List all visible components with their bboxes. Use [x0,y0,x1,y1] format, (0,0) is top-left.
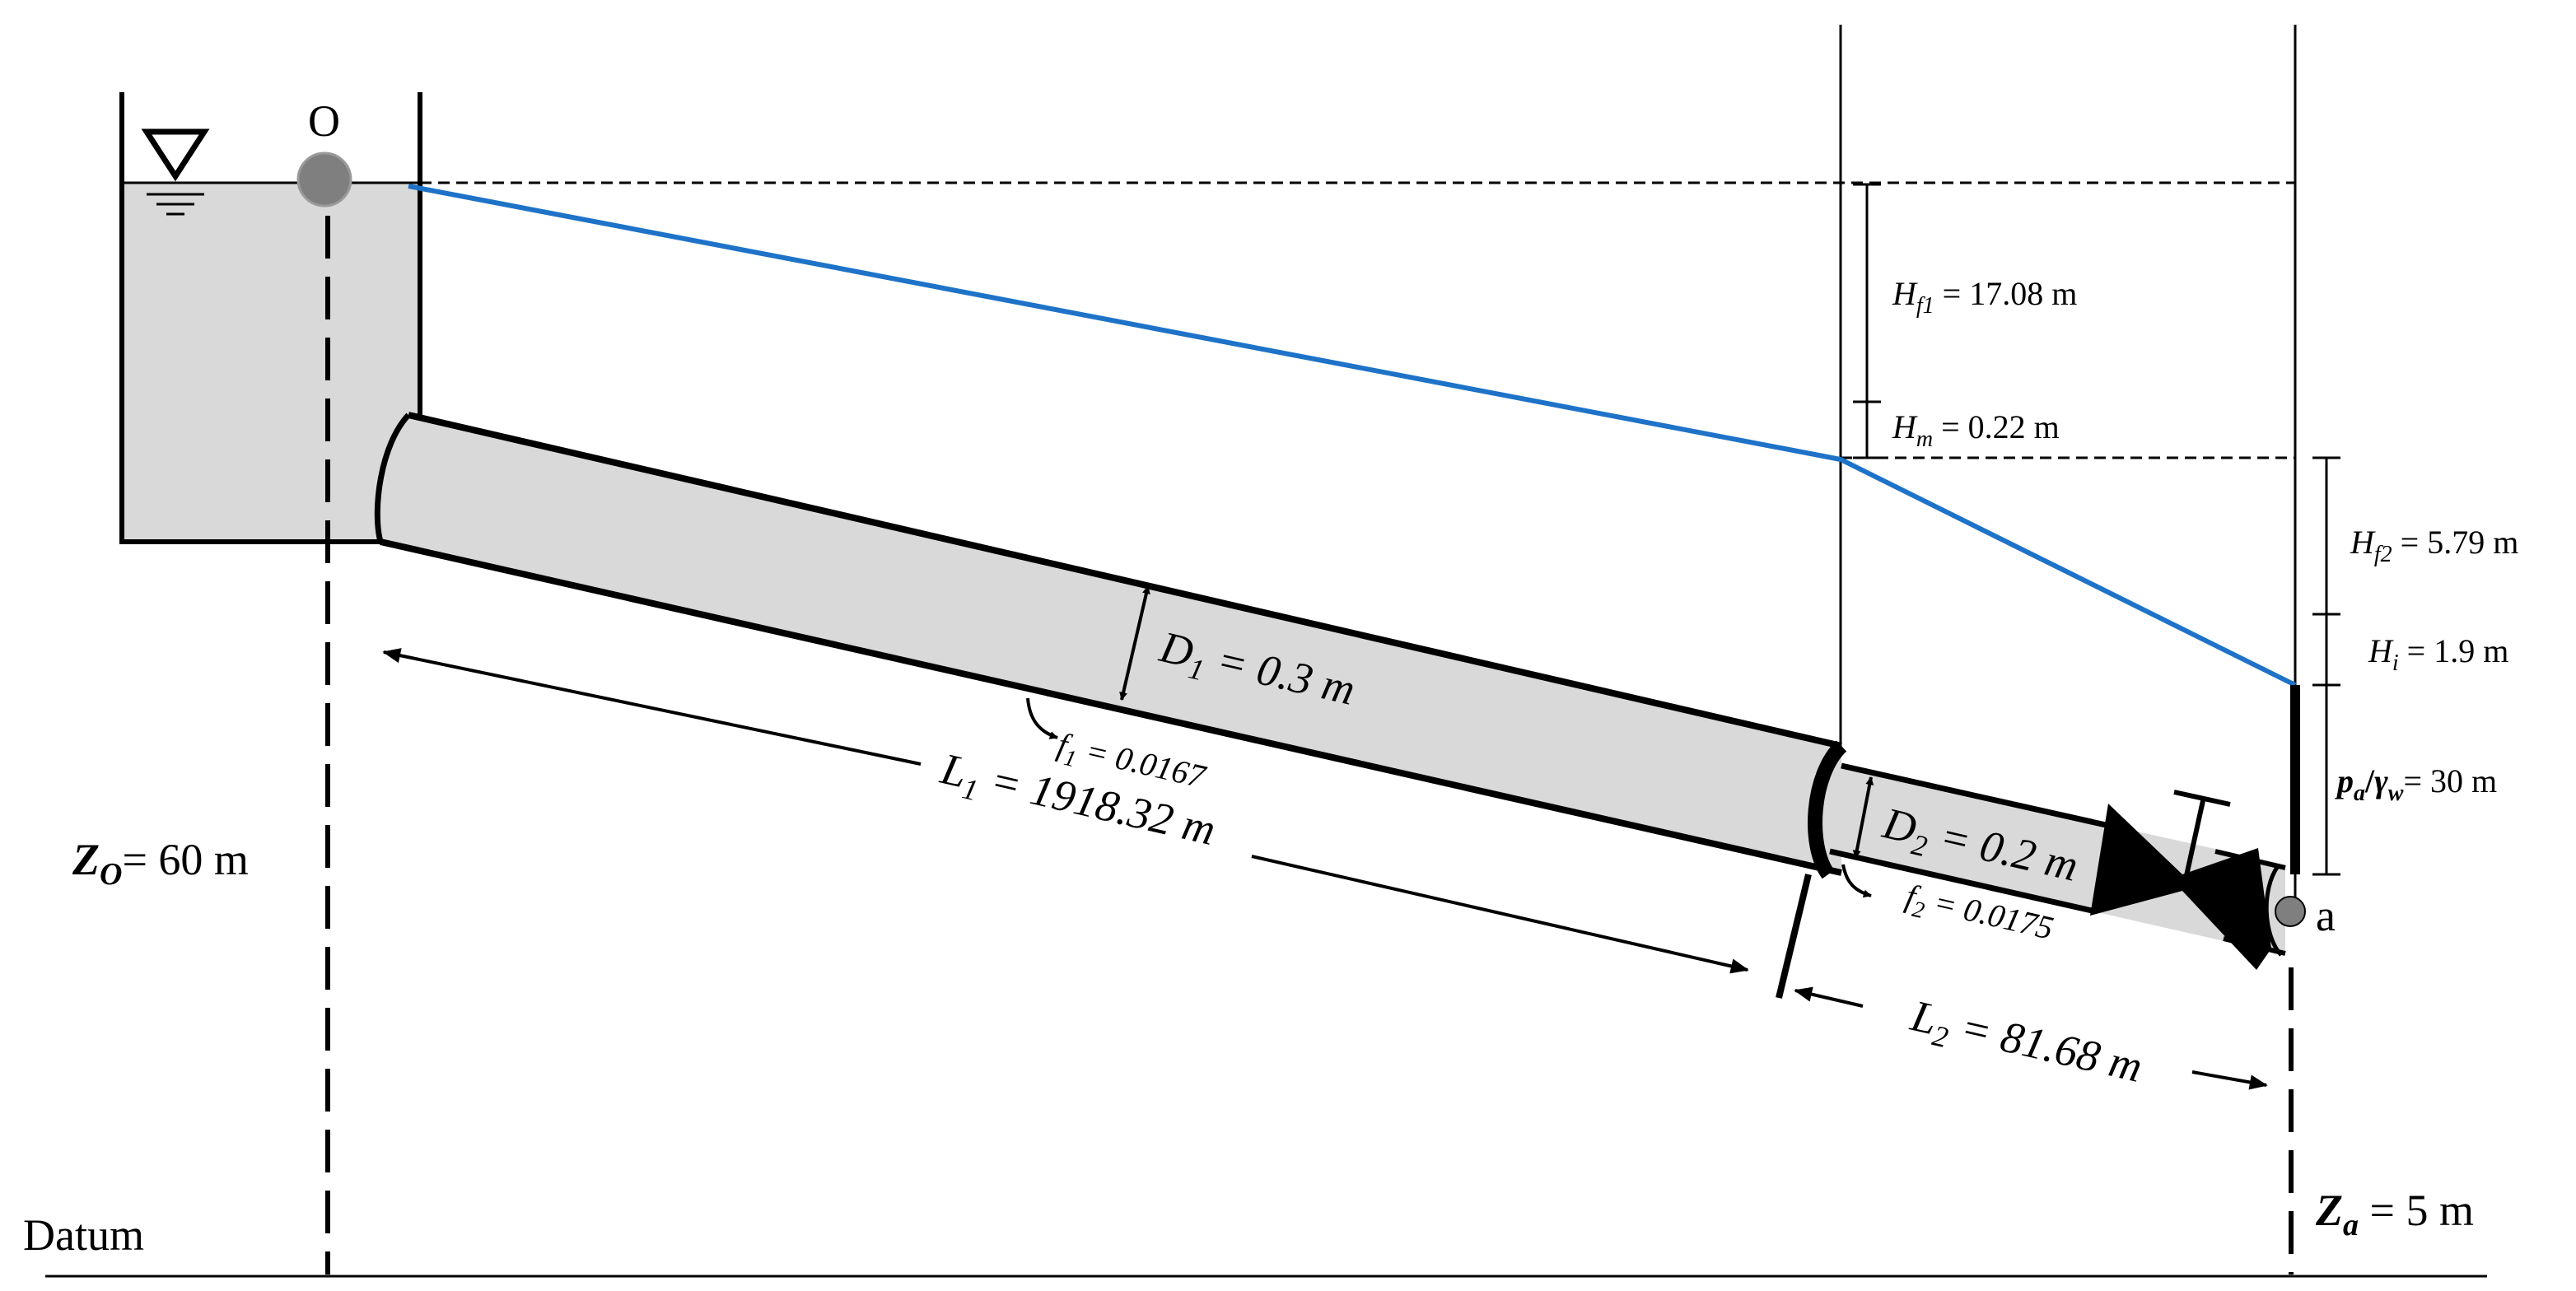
hf2-dimension [2312,456,2340,616]
pipe-1-outlet-rim [1808,740,1847,879]
pipe-2-body [1830,766,2285,955]
valve-stem [2183,796,2206,880]
d2-arrow [1852,776,1874,859]
pressure-head-label: pa/γw= 30 m [2335,762,2497,806]
f1-arc [1026,697,1058,739]
hf1-dimension [1853,183,1881,403]
valve-handle [2173,790,2231,807]
l1-end-tick [1776,874,1812,999]
water-level-symbol [141,128,210,216]
hf2-label: Hf2 = 5.79 m [2350,524,2518,567]
reservoir: O [119,92,422,544]
l2-arrow-left [1794,986,1864,1008]
za-label: Za = 5 m [2315,1186,2474,1242]
valve-body [2090,804,2271,970]
point-a-node [2275,896,2306,927]
pipe-1-body [380,415,1841,873]
z0-label: ZO= 60 m [72,835,249,892]
pipe-2-outlet-rim [2264,865,2283,957]
datum-label: Datum [23,1210,144,1260]
point-o-node [296,151,352,207]
pipe-1 [374,412,1847,879]
hi-label: Hi = 1.9 m [2368,632,2508,676]
reservoir-water [122,183,420,542]
point-o-label: O [308,96,340,146]
hm-dimension [1853,402,1881,459]
hf1-label: Hf1 = 17.08 m [1892,275,2077,319]
l1-arrow-left [382,648,922,766]
energy-grade-line [408,184,2297,687]
point-a-label: a [2316,891,2336,940]
l2-label: L2 = 81.68 m [1905,990,2147,1098]
hm-label: Hm = 0.22 m [1892,408,2060,452]
pressure-head-dimension [2312,685,2340,876]
l1-arrow-right [1251,855,1749,974]
f2-arc [1841,864,1872,898]
pipe-1-inlet-rim [374,412,411,543]
d1-arrow [1119,585,1150,701]
l2-arrow-right [2191,1070,2268,1090]
reservoir-walls [119,92,422,544]
hi-dimension [2312,614,2340,687]
valve [2090,790,2271,970]
